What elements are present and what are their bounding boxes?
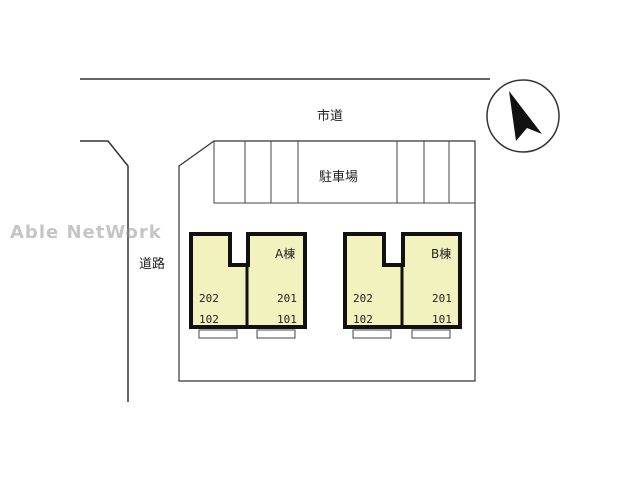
building-b: B棟 202 201 102 101 bbox=[343, 232, 462, 339]
north-arrow-icon bbox=[486, 79, 560, 153]
porch-b-101 bbox=[411, 329, 451, 339]
unit-b-202: 202 bbox=[353, 292, 373, 305]
unit-b-101: 101 bbox=[432, 313, 452, 326]
watermark: Able NetWork bbox=[10, 222, 162, 243]
lot-boundary bbox=[178, 140, 476, 382]
unit-b-102: 102 bbox=[353, 313, 373, 326]
unit-a-201: 201 bbox=[277, 292, 297, 305]
unit-a-102: 102 bbox=[199, 313, 219, 326]
porch-a-102 bbox=[198, 329, 238, 339]
side-road-line bbox=[80, 140, 129, 402]
city-road-label: 市道 bbox=[317, 108, 343, 124]
building-a-name: A棟 bbox=[275, 246, 295, 261]
porch-a-101 bbox=[256, 329, 296, 339]
building-a: A棟 202 201 102 101 bbox=[189, 232, 307, 339]
parking-label: 駐車場 bbox=[319, 170, 358, 185]
unit-a-202: 202 bbox=[199, 292, 219, 305]
building-b-name: B棟 bbox=[431, 246, 451, 261]
side-road-label: 道路 bbox=[139, 256, 165, 272]
unit-a-101: 101 bbox=[277, 313, 297, 326]
parking-area bbox=[213, 141, 475, 204]
unit-b-201: 201 bbox=[432, 292, 452, 305]
porch-b-102 bbox=[352, 329, 392, 339]
